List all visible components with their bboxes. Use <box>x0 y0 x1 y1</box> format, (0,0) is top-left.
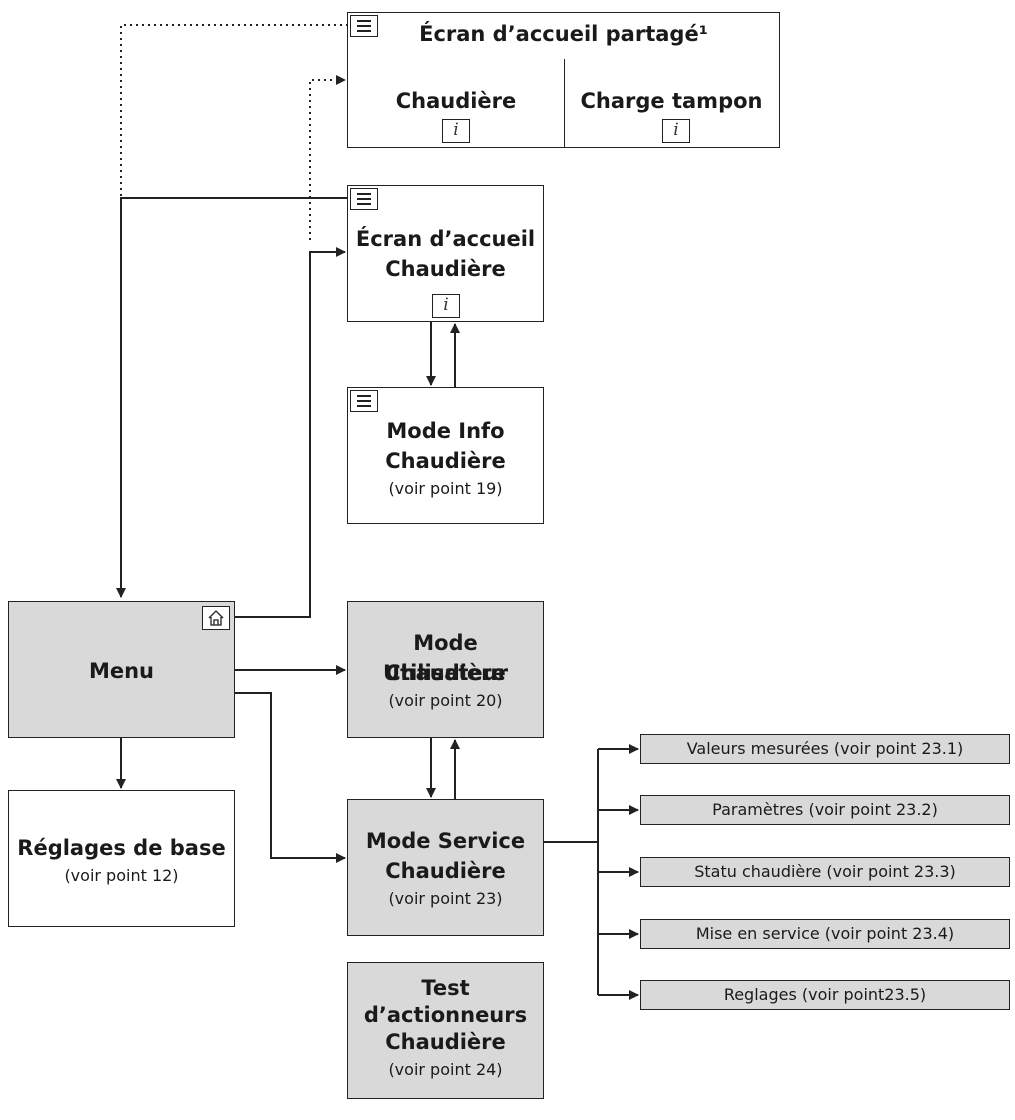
info-icon[interactable]: i <box>442 119 470 143</box>
arrow-home-to-menu <box>116 197 347 598</box>
service-item-boiler-status[interactable]: Statu chaudière (voir point 23.3) <box>640 857 1010 887</box>
service-item-commissioning[interactable]: Mise en service (voir point 23.4) <box>640 919 1010 949</box>
info-mode-line1: Mode Info <box>386 419 505 443</box>
menu-icon[interactable] <box>350 188 378 210</box>
user-mode-line2: Chaudière <box>385 661 506 685</box>
service-item-settings[interactable]: Reglages (voir point23.5) <box>640 980 1010 1010</box>
service-mode-line2: Chaudière <box>385 859 506 883</box>
shared-home-screen-box[interactable]: Écran d’accueil partagé¹ Chaudière Charg… <box>347 12 780 148</box>
service-item-parameters[interactable]: Paramètres (voir point 23.2) <box>640 795 1010 825</box>
service-mode-ref: (voir point 23) <box>388 889 503 908</box>
actuator-test-line2: d’actionneurs <box>363 1003 528 1027</box>
user-mode-box[interactable]: Mode Utilisateur Chaudière (voir point 2… <box>347 601 544 738</box>
actuator-test-line3: Chaudière <box>385 1030 506 1054</box>
info-icon[interactable]: i <box>662 119 690 143</box>
menu-icon[interactable] <box>350 15 378 37</box>
user-mode-line1: Mode Utilisateur <box>383 631 508 685</box>
arrow-menu-to-home <box>235 247 346 618</box>
basic-settings-line1: Réglages de base <box>17 836 226 860</box>
info-mode-ref: (voir point 19) <box>388 479 503 498</box>
home-icon[interactable] <box>202 606 230 630</box>
home-boiler-line1: Écran d’accueil <box>355 227 536 251</box>
home-boiler-line2: Chaudière <box>385 257 506 281</box>
dotted-connector-home <box>309 75 346 240</box>
info-mode-box[interactable]: Mode Info Chaudière (voir point 19) <box>347 387 544 524</box>
service-mode-line1: Mode Service <box>365 829 526 853</box>
home-boiler-box[interactable]: Écran d’accueil Chaudière i <box>347 185 544 322</box>
basic-settings-ref: (voir point 12) <box>64 866 179 885</box>
actuator-test-line1: Test <box>421 976 470 1000</box>
service-item-measured-values[interactable]: Valeurs mesurées (voir point 23.1) <box>640 734 1010 764</box>
arrow-menu-to-test <box>235 692 346 863</box>
shared-home-left-label: Chaudière <box>395 89 517 113</box>
actuator-test-ref: (voir point 24) <box>388 1060 503 1079</box>
info-mode-line2: Chaudière <box>385 449 506 473</box>
menu-box[interactable]: Menu <box>8 601 235 738</box>
shared-home-title: Écran d’accueil partagé¹ <box>419 22 708 46</box>
service-mode-box[interactable]: Mode Service Chaudière (voir point 23) <box>347 799 544 936</box>
dotted-connector-top <box>120 24 348 198</box>
info-icon[interactable]: i <box>432 294 460 318</box>
user-mode-ref: (voir point 20) <box>388 691 503 710</box>
basic-settings-box[interactable]: Réglages de base (voir point 12) <box>8 790 235 927</box>
menu-icon[interactable] <box>350 390 378 412</box>
shared-home-right-label: Charge tampon <box>580 89 763 113</box>
shared-home-divider <box>564 59 565 147</box>
menu-label: Menu <box>88 659 155 683</box>
